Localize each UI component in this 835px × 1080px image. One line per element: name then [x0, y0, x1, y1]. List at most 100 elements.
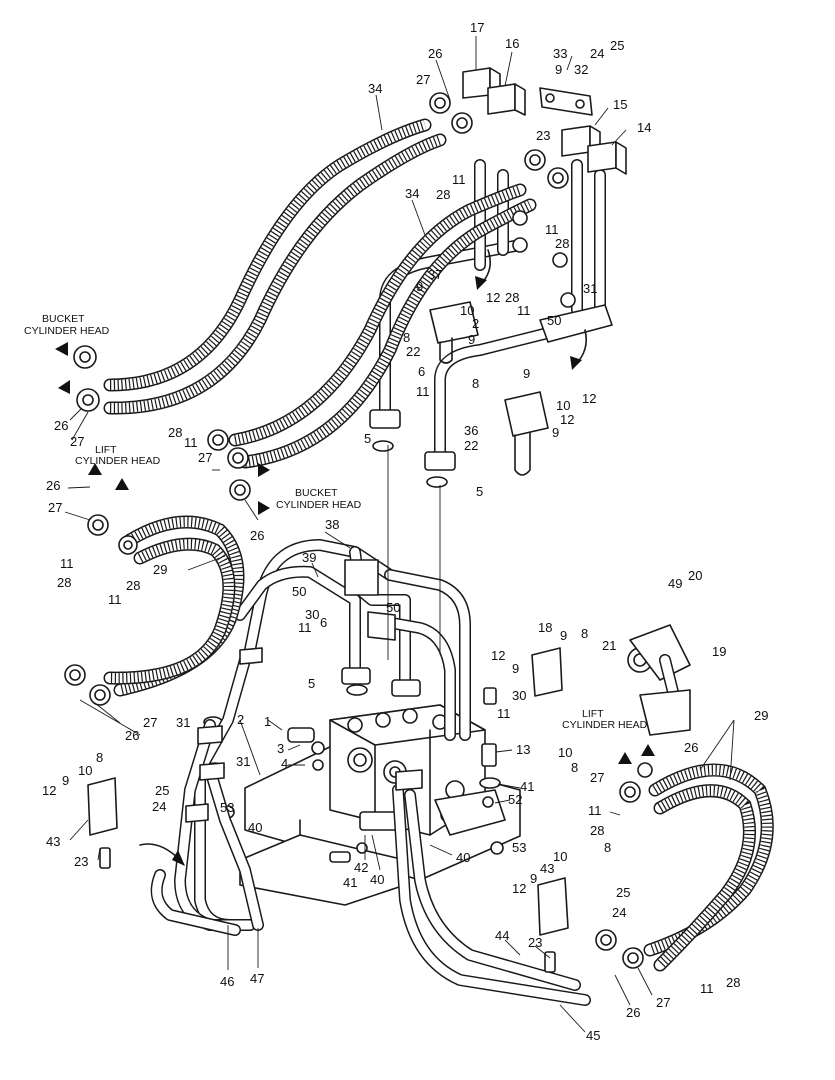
callout-25: 25 — [610, 38, 624, 53]
callout-47: 47 — [250, 971, 264, 986]
callout-12: 12 — [560, 412, 574, 427]
callout-10: 10 — [556, 398, 570, 413]
caption-bucket-cylinder-mid-line1: BUCKET — [295, 487, 338, 499]
callout-6: 6 — [320, 615, 327, 630]
callout-43: 43 — [540, 861, 554, 876]
callout-20: 20 — [688, 568, 702, 583]
callout-15: 15 — [613, 97, 627, 112]
callout-numbers: 17 16 33 24 25 9 32 26 27 34 15 23 14 11… — [42, 20, 768, 1043]
callout-9: 9 — [523, 366, 530, 381]
callout-9: 9 — [512, 661, 519, 676]
callout-21: 21 — [602, 638, 616, 653]
callout-11: 11 — [517, 303, 531, 318]
callout-27: 27 — [48, 500, 62, 515]
caption-bucket-cylinder-mid-line2: CYLINDER HEAD — [276, 499, 362, 511]
callout-18: 18 — [538, 620, 552, 635]
callout-6: 6 — [418, 364, 425, 379]
callout-9: 9 — [468, 332, 475, 347]
callout-31: 31 — [583, 281, 597, 296]
callout-45: 45 — [586, 1028, 600, 1043]
callout-8: 8 — [96, 750, 103, 765]
callout-2: 2 — [472, 316, 479, 331]
callout-28: 28 — [726, 975, 740, 990]
callout-50: 50 — [292, 584, 306, 599]
callout-38: 38 — [325, 517, 339, 532]
callout-30: 30 — [512, 688, 526, 703]
callout-28: 28 — [436, 187, 450, 202]
caption-lift-cylinder-left-line1: LIFT — [95, 444, 117, 456]
callout-44: 44 — [495, 928, 509, 943]
callout-40: 40 — [370, 872, 384, 887]
callout-11: 11 — [452, 172, 466, 187]
callout-22: 22 — [464, 438, 478, 453]
callout-26: 26 — [46, 478, 60, 493]
callout-23: 23 — [528, 935, 542, 950]
callout-34: 34 — [405, 186, 419, 201]
callout-26: 26 — [684, 740, 698, 755]
callout-34: 34 — [368, 81, 382, 96]
callout-52: 52 — [508, 792, 522, 807]
callout-8: 8 — [571, 760, 578, 775]
callout-31: 31 — [176, 715, 190, 730]
fitting-blocks — [462, 67, 627, 175]
callout-27: 27 — [590, 770, 604, 785]
callout-26: 26 — [428, 46, 442, 61]
callout-28: 28 — [57, 575, 71, 590]
callout-12: 12 — [512, 881, 526, 896]
hose-assemblies — [103, 118, 774, 972]
caption-bucket-cylinder-left-line2: CYLINDER HEAD — [24, 325, 110, 337]
callout-2: 2 — [237, 712, 244, 727]
callout-11: 11 — [700, 981, 714, 996]
callout-27: 27 — [198, 450, 212, 465]
callout-11: 11 — [497, 706, 511, 721]
hose-clamp-fittings — [64, 92, 653, 969]
elbow-fitting-and-brackets — [87, 301, 691, 973]
callout-13: 13 — [516, 742, 530, 757]
callout-8: 8 — [472, 376, 479, 391]
callout-25: 25 — [155, 783, 169, 798]
callout-24: 24 — [590, 46, 604, 61]
callout-8: 8 — [403, 330, 410, 345]
callout-41: 41 — [343, 875, 357, 890]
callout-12: 12 — [582, 391, 596, 406]
callout-31: 31 — [236, 754, 250, 769]
callout-8: 8 — [581, 626, 588, 641]
callout-43: 43 — [46, 834, 60, 849]
callout-42: 42 — [354, 860, 368, 875]
callout-25: 25 — [616, 885, 630, 900]
callout-11: 11 — [416, 384, 430, 399]
callout-26: 26 — [250, 528, 264, 543]
callout-10: 10 — [460, 303, 474, 318]
callout-16: 16 — [505, 36, 519, 51]
callout-19: 19 — [712, 644, 726, 659]
caption-lift-cylinder-right-line2: CYLINDER HEAD — [562, 719, 648, 731]
callout-11: 11 — [545, 222, 559, 237]
caption-bucket-cylinder-left-line1: BUCKET — [42, 313, 85, 325]
diagram-captions: BUCKET CYLINDER HEAD LIFT CYLINDER HEAD … — [24, 313, 648, 731]
callout-27: 27 — [143, 715, 157, 730]
callout-28: 28 — [126, 578, 140, 593]
callout-5: 5 — [476, 484, 483, 499]
callout-24: 24 — [152, 799, 166, 814]
callout-33: 33 — [553, 46, 567, 61]
callout-29: 29 — [754, 708, 768, 723]
callout-9: 9 — [552, 425, 559, 440]
callout-9: 9 — [560, 628, 567, 643]
callout-40: 40 — [456, 850, 470, 865]
callout-26: 26 — [125, 728, 139, 743]
callout-10: 10 — [78, 763, 92, 778]
callout-41: 41 — [520, 779, 534, 794]
callout-29: 29 — [153, 562, 167, 577]
callout-12: 12 — [486, 290, 500, 305]
callout-9: 9 — [530, 871, 537, 886]
callout-4: 4 — [281, 756, 288, 771]
callout-53: 53 — [512, 840, 526, 855]
middle-tubes — [234, 539, 471, 741]
flow-arrows — [55, 249, 655, 866]
callout-1: 1 — [264, 714, 271, 729]
callout-26: 26 — [626, 1005, 640, 1020]
callout-10: 10 — [553, 849, 567, 864]
callout-37: 37 — [428, 267, 442, 282]
callout-11: 11 — [588, 803, 602, 818]
